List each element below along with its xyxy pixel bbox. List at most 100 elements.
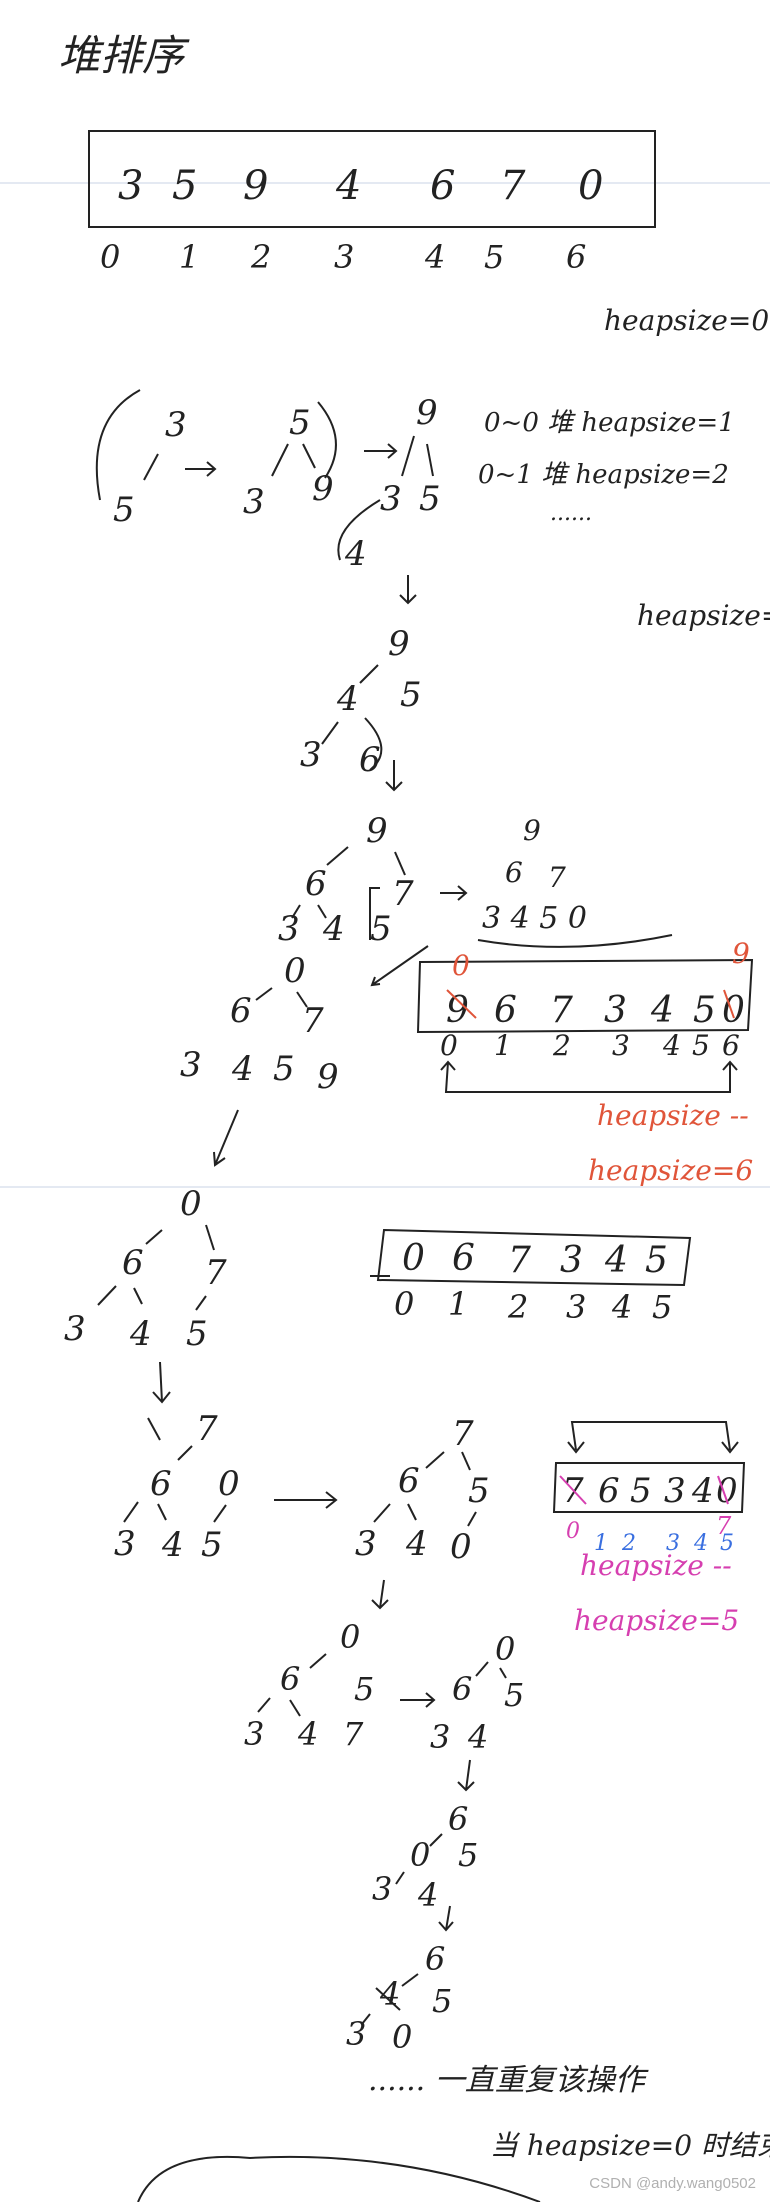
tree-edge [359,664,379,684]
bottom-scribble [137,2155,541,2202]
build-stage: 3 5 5 3 9 9 3 5 4 0~0 堆 heapsize=1 0~1 堆… [95,389,770,987]
tree-edge [157,1503,167,1521]
tree-node: 5 [400,675,422,715]
tree-node: 4 [467,1718,488,1756]
heapsize-note: heapsize=6 [588,1154,753,1187]
strike [375,1987,401,2011]
tree-edge [205,1224,215,1251]
array-index: 3 [334,238,354,276]
array-cell: 7 [550,990,573,1031]
tree-node: 6 [122,1243,144,1283]
curve-arrow [317,401,337,479]
tree-node: 6 [452,1670,472,1708]
array-cell: 5 [630,1471,652,1511]
tree-node: 5 [419,479,441,519]
tree-edge [213,1504,227,1523]
tree-edge [499,1667,507,1679]
array-cell: 7 [500,163,526,209]
tree-node: 4 [405,1524,428,1564]
array-index: 1 [494,1029,512,1062]
tree-node: 9 [416,393,438,433]
tree-node: 6 [425,1940,445,1978]
tree-node: 4 [161,1525,184,1565]
tree-edge [296,991,308,1008]
array-index: 1 [179,238,199,276]
tree-node: 3 [380,479,402,519]
tree-after-swap: 0 6 7 3 4 5 9 [180,951,339,1167]
tree-edge [425,1451,445,1469]
array-cell: 6 [452,1238,475,1279]
tree-node: 3 [300,735,322,775]
tree-node: 5 [370,909,392,949]
arrow-right [364,443,398,459]
build-note-dots: ...... [550,501,592,526]
array-cell: 4 [650,990,674,1031]
swap-arrow [440,1060,738,1093]
array-index: 5 [484,238,504,276]
arrow-down-left [213,1109,239,1167]
arrow-down [399,575,417,605]
array-index: 4 [693,1531,708,1556]
tree-node: 4 [297,1715,318,1753]
tree-edge [361,2013,371,2025]
tree-node: 0 [340,1618,360,1656]
tree-node: 0 [410,1836,430,1874]
array-cell: 4 [335,163,361,209]
tree-node: 7 [452,1414,474,1454]
tree-node: 7 [392,874,414,914]
tree-node: 5 [354,1670,374,1708]
strike [446,989,477,1019]
tree-node: 6 [280,1660,300,1698]
ending-note: ...... 一直重复该操作 [368,2063,649,2098]
tree-node: 4 [231,1049,254,1089]
swap-mark: 7 [716,1512,732,1540]
arrow-down [385,760,403,792]
tree-edge [394,851,406,876]
tree-node: 5 [289,403,311,443]
page-two-trees: 0 6 7 3 4 5 [64,1184,227,1404]
tree-node: 3 [372,1870,392,1908]
tree-node: 5 [458,1836,478,1874]
tree-node: 9 [523,814,541,847]
heapsize-note: heapsize -- [597,1099,749,1132]
tree-node: 9 [312,469,334,509]
arrow-down [457,1759,475,1792]
title: 堆排序 [58,31,190,80]
heapsize-note: heapsize -- [580,1549,732,1582]
array-index: 4 [662,1029,681,1062]
underline [477,934,673,948]
tree-node: 6 [230,991,252,1031]
strike [147,1417,161,1441]
arrow-right [185,461,217,477]
curve-arrow [364,717,383,771]
tree-edge [123,1501,139,1523]
arrow-down [371,1579,389,1610]
tree-edge [177,1445,193,1461]
tree-node: 4 [322,909,345,949]
tree-edge [317,904,327,919]
array-index: 6 [566,238,586,276]
array-cell: 3 [604,990,627,1031]
tree-edge [461,1451,471,1471]
array-cell: 9 [243,163,268,209]
swap-mark: 0 [452,949,470,982]
tree-edge [255,987,273,1001]
tree-node: 5 [468,1471,490,1511]
tree-edge [143,453,159,481]
array-cell: 4 [691,1471,714,1511]
tree-edge [145,1229,163,1245]
arrow-right [440,885,468,901]
heapify-trees: 7 6 0 3 4 5 7 6 5 3 4 0 [114,1409,490,1610]
tree-node: 4 [344,534,367,574]
tree-node: 5 [113,490,135,530]
swap-bracket [369,887,380,940]
tree-node: 4 [129,1314,152,1354]
array-index: 0 [440,1029,458,1062]
tree-node: 7 [302,1001,324,1041]
tree-node: 3 [244,1715,264,1753]
array-index: 2 [507,1288,528,1326]
array-index: 2 [621,1531,636,1556]
strike [717,1475,729,1505]
array-cell: 0 [716,1471,738,1511]
